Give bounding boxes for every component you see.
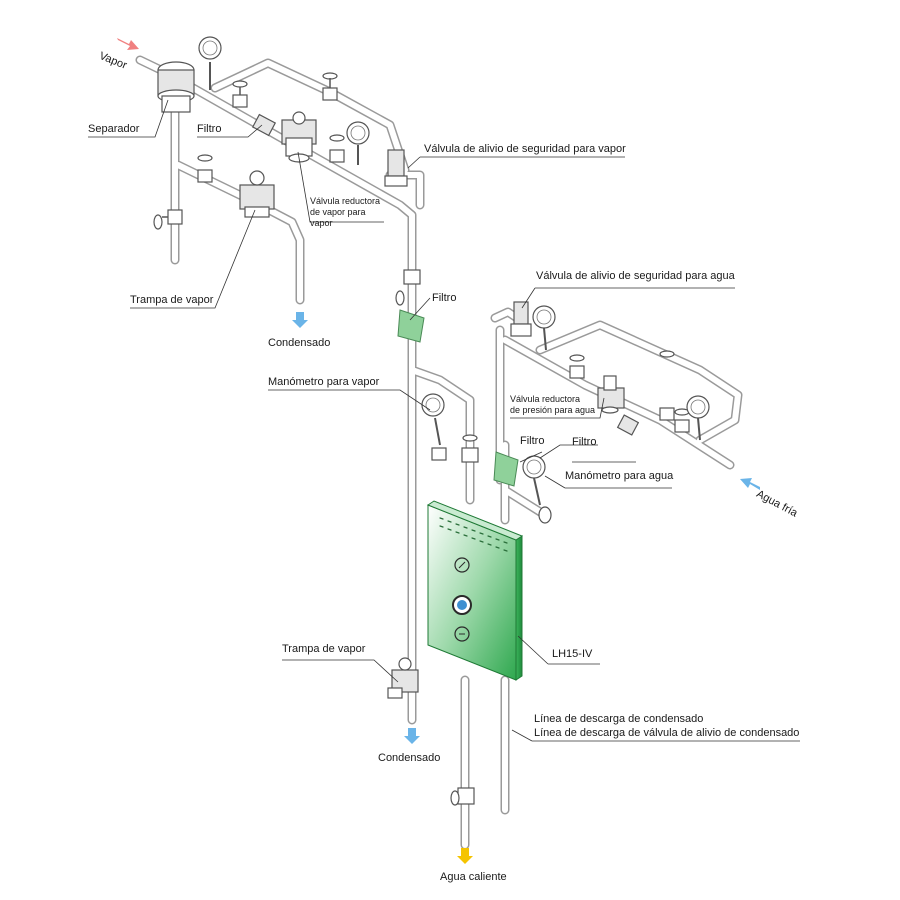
label-valvula-reductora-agua-line1: Válvula reductora: [510, 394, 581, 404]
label-valvula-reductora-vapor-line1: Válvula reductora: [310, 196, 381, 206]
label-unit-model: LH15-IV: [552, 648, 593, 660]
steam-safety-valve: [384, 149, 408, 187]
valve-upper-loop: [322, 72, 345, 163]
water-gauge-unit: [522, 455, 552, 524]
water-filter-green: [493, 451, 519, 487]
steam-trap-bottom: [387, 657, 419, 699]
label-valvula-reductora-agua-line2: de presión para agua: [510, 405, 596, 415]
label-filtro-vapor: Filtro: [197, 123, 222, 135]
pressure-gauge-steam-mid: [346, 121, 370, 165]
lh15-iv-unit: [426, 500, 524, 681]
steam-filter-green: [397, 309, 425, 343]
label-condensado-bottom: Condensado: [378, 752, 441, 764]
condensate-arrow-top: [292, 312, 308, 328]
steam-trap-top-assembly: [239, 170, 275, 218]
cold-water-arrow: [740, 478, 760, 490]
unit-dial-bottom: [454, 626, 470, 642]
leader-lines: [88, 99, 800, 742]
water-filter: [616, 414, 640, 436]
label-manometro-vapor: Manómetro para vapor: [268, 376, 380, 388]
label-separador: Separador: [88, 123, 140, 135]
label-valvula-reductora-agua: Válvula reductora de presión para agua: [510, 394, 602, 416]
separator-body: [157, 61, 195, 113]
pipe-network: [135, 55, 743, 850]
label-trampa-vapor-top: Trampa de vapor: [130, 294, 214, 306]
label-filtro-agua-right: Filtro: [572, 436, 597, 448]
pressure-gauge-water-top: [532, 305, 556, 351]
label-linea-descarga-1: Línea de descarga de condensado: [534, 713, 704, 725]
label-agua-caliente: Agua caliente: [440, 871, 507, 883]
label-linea-descarga-2: Línea de descarga de válvula de alivio d…: [534, 727, 800, 739]
water-valves-row: [569, 350, 690, 433]
label-valvula-alivio-agua: Válvula de alivio de seguridad para agua: [536, 270, 735, 282]
unit-dial-top: [454, 557, 470, 573]
vent-slots: [439, 517, 508, 552]
drain-valve-separator: [153, 209, 183, 230]
pressure-gauge-steam-inlet: [198, 36, 222, 90]
valve-bypass-top: [197, 154, 213, 183]
hot-water-valve: [450, 787, 475, 806]
condensate-arrow-bottom: [404, 728, 420, 744]
steam-line-valve: [395, 269, 421, 306]
label-condensado-top: Condensado: [268, 337, 331, 349]
water-safety-valve: [510, 301, 532, 337]
label-manometro-agua: Manómetro para agua: [565, 470, 674, 482]
pressure-gauge-water-right: [686, 395, 710, 441]
steam-gauge-unit: [421, 393, 447, 461]
label-filtro-center: Filtro: [432, 292, 457, 304]
steam-pressure-reducing-valve: [281, 111, 317, 163]
steam-inlet-valve-unit: [461, 434, 479, 463]
label-trampa-vapor-bottom: Trampa de vapor: [282, 643, 366, 655]
label-valvula-reductora-vapor-line2: de vapor para vapor: [310, 207, 366, 228]
label-valvula-alivio-vapor: Válvula de alivio de seguridad para vapo…: [424, 143, 626, 155]
hot-water-arrow: [457, 848, 473, 864]
steam-inlet-arrow: [117, 38, 139, 50]
isolation-valve: [232, 80, 248, 108]
steam-filter: [251, 113, 277, 137]
label-valvula-reductora-vapor: Válvula reductora de vapor para vapor: [310, 196, 390, 229]
label-filtro-agua-left: Filtro: [520, 435, 545, 447]
